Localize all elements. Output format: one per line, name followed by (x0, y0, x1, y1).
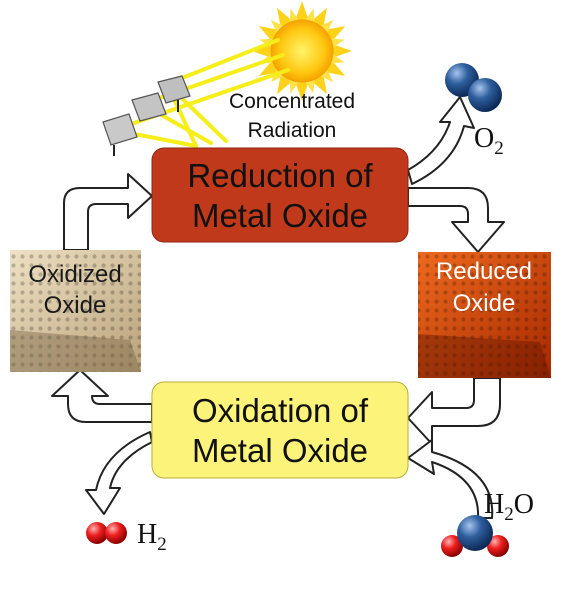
arrow-oxidized-to-reduction (63, 173, 153, 251)
reduction-box-label-line1: Reduction of (187, 157, 373, 194)
oxidation-box-label-line2: Metal Oxide (192, 432, 368, 469)
arrow-o2-release (407, 96, 475, 185)
reduced-tile-label-line1: Reduced (436, 258, 532, 285)
o2-label-sub: 2 (494, 138, 504, 159)
reduction-box-bg (151, 147, 409, 243)
h2o-label: H2O (484, 489, 534, 525)
o2-label: O2 (474, 123, 504, 159)
h2o-label-tail: O (514, 489, 534, 520)
reduced-oxide-tile: Reduced Oxide (418, 252, 551, 378)
oxidized-tile-label-line1: Oxidized (28, 261, 121, 288)
oxidation-box: Oxidation of Metal Oxide (151, 381, 409, 479)
h2-label-sub: 2 (157, 534, 167, 555)
arrow-h2o-input (407, 439, 494, 519)
h2o-molecule-icon (441, 515, 509, 557)
o2-label-main: O (474, 123, 494, 154)
h2o-label-main: H (484, 489, 504, 520)
arrow-reduction-to-reduced (407, 187, 505, 253)
heliostat-mirror-icon (102, 75, 191, 156)
oxidized-oxide-tile: Oxidized Oxide (10, 250, 141, 372)
reduction-box-label-line2: Metal Oxide (192, 197, 368, 234)
arrow-oxidation-to-oxidized (51, 369, 153, 423)
h2-label: H2 (137, 519, 167, 555)
reduced-tile-label-line2: Oxide (453, 290, 516, 317)
oxidized-tile-label-line2: Oxide (44, 292, 107, 319)
arrow-reduced-to-oxidation (407, 377, 501, 445)
h2-label-main: H (137, 519, 157, 550)
h2-molecule-icon (86, 522, 127, 544)
reduction-box: Reduction of Metal Oxide (151, 147, 409, 243)
arrow-h2-release (85, 431, 153, 515)
radiation-label-line1: Concentrated (229, 90, 355, 113)
o2-molecule-icon (445, 63, 502, 112)
oxidation-box-bg (151, 381, 409, 479)
sun-icon (252, 1, 352, 101)
oxidation-box-label-line1: Oxidation of (192, 392, 369, 429)
radiation-label-line2: Radiation (248, 119, 337, 142)
h2o-label-sub: 2 (504, 504, 514, 525)
